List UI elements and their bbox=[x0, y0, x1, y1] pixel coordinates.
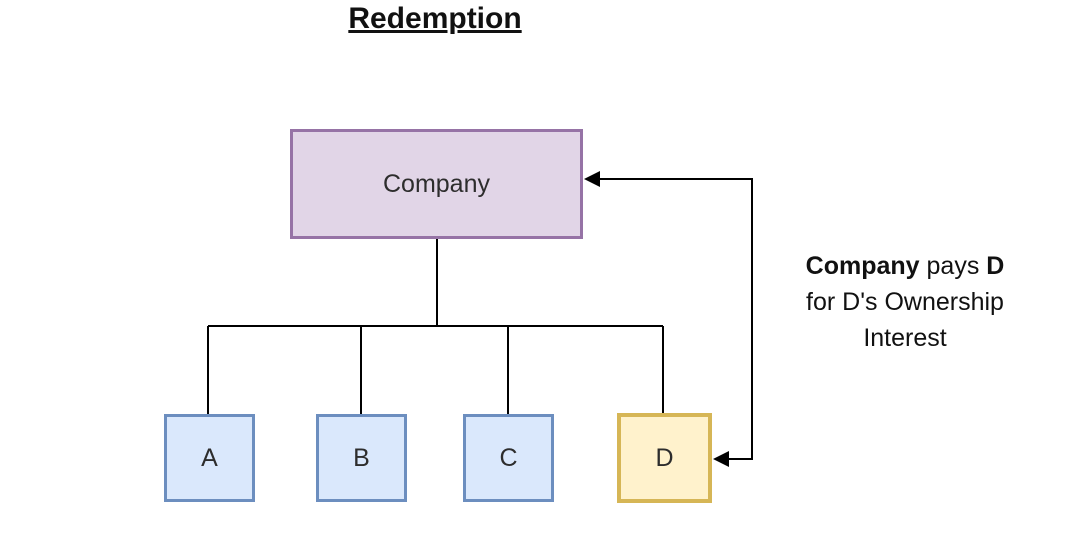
owner-label-a: A bbox=[201, 443, 218, 472]
owner-label-b: B bbox=[353, 443, 370, 472]
owner-label-d: D bbox=[655, 443, 674, 472]
annotation-company-bold: Company bbox=[805, 252, 920, 280]
company-label: Company bbox=[383, 169, 490, 198]
annotation-line-3: Interest bbox=[863, 324, 947, 352]
owner-node-b: B bbox=[316, 414, 407, 502]
annotation-pays: pays bbox=[926, 252, 980, 280]
annotation-line-2: for D's Ownership bbox=[806, 288, 1004, 316]
owner-node-c: C bbox=[463, 414, 554, 502]
redemption-flow-line bbox=[596, 178, 753, 460]
annotation-d-bold: D bbox=[986, 252, 1005, 280]
company-node: Company bbox=[290, 129, 583, 239]
annotation-line-1: Company pays D bbox=[765, 248, 1045, 284]
owner-node-a: A bbox=[164, 414, 255, 502]
annotation-text: Company pays D for D's Ownership Interes… bbox=[765, 248, 1045, 356]
ownership-tree-lines bbox=[207, 239, 664, 414]
arrowhead-into-company bbox=[584, 171, 600, 187]
owner-node-d: D bbox=[617, 413, 712, 503]
owner-label-c: C bbox=[499, 443, 518, 472]
arrowhead-into-d bbox=[713, 451, 729, 467]
diagram-title: Redemption bbox=[348, 2, 522, 35]
